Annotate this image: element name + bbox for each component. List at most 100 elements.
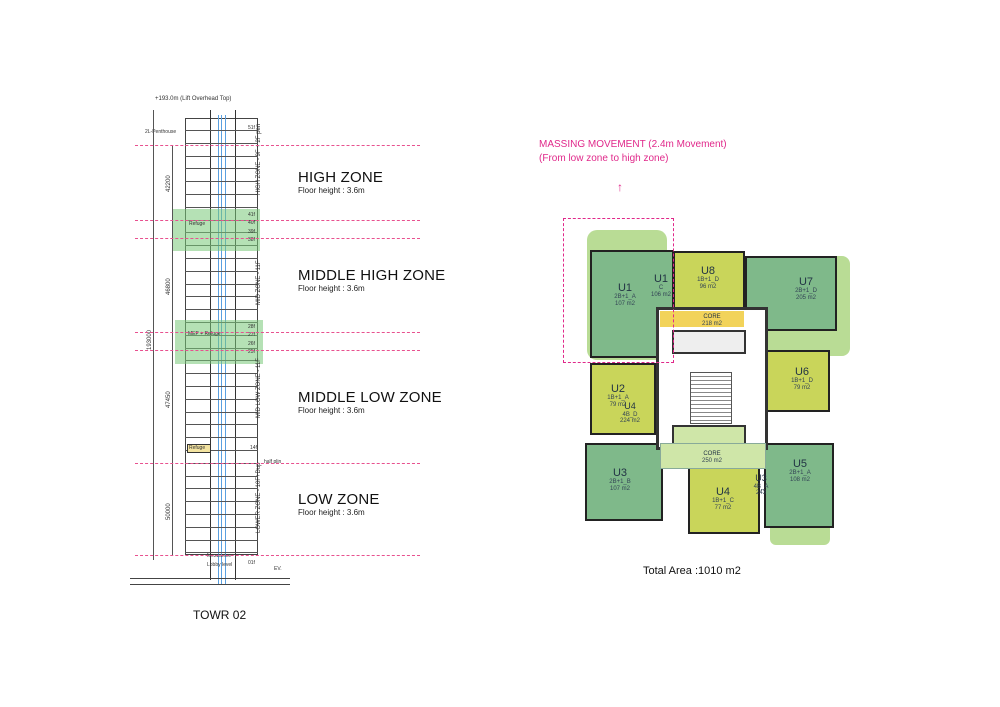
massing-title: MASSING MOVEMENT (2.4m Movement) — [539, 139, 727, 150]
tower-name: TOWR 02 — [193, 608, 247, 622]
unit-u2[interactable] — [590, 363, 656, 435]
floor-line — [185, 488, 258, 490]
floor-line — [185, 181, 258, 183]
zone-divider — [135, 220, 420, 221]
refuge-band-mid — [175, 320, 263, 364]
level-mark: 28f — [248, 324, 255, 330]
floor-line — [185, 168, 258, 170]
floor-line — [185, 424, 258, 426]
level-mark: 40f — [248, 220, 255, 226]
floor-line — [185, 258, 258, 259]
zone-title-low: LOW ZONE — [298, 491, 380, 508]
zone-divider — [135, 350, 420, 351]
zone-floor-height: Floor height : 3.6m — [298, 186, 365, 195]
floor-line — [185, 501, 258, 503]
zone-floor-height: Floor height : 3.6m — [298, 508, 365, 517]
floor-line — [185, 296, 258, 298]
floor-line — [185, 309, 258, 311]
zone-divider — [135, 332, 420, 333]
arrow-up-icon: ↑ — [617, 180, 623, 194]
vertical-zone-label: MID ZONE - 11F — [256, 260, 262, 305]
refuge-label: Refuge — [189, 221, 206, 227]
floor-line — [185, 450, 258, 451]
floor-line — [185, 373, 258, 375]
level-mark: 39f — [248, 229, 255, 235]
lift-lobby — [672, 330, 746, 354]
ev-label: EV. — [274, 566, 282, 572]
dimension-line — [153, 110, 154, 560]
level-mark: 25f — [248, 349, 255, 355]
refuge-box-low — [187, 444, 211, 453]
stair-icon — [690, 372, 732, 424]
top-level-label: +193.0m (Lift Overhead Top) — [155, 96, 232, 102]
floor-line — [185, 398, 258, 400]
massing-subtitle: (From low zone to high zone) — [539, 153, 669, 164]
floor-line — [185, 142, 258, 144]
core-top — [660, 311, 744, 327]
massing-outline — [563, 218, 674, 363]
zone-divider — [135, 238, 420, 239]
level-mark: 27f — [248, 332, 255, 338]
floor-line — [185, 475, 258, 477]
dimension-label: 50000 — [166, 503, 172, 520]
zone-divider — [135, 463, 420, 464]
refuge-label: MEP + Refuge — [188, 331, 221, 337]
floor-line — [185, 206, 258, 208]
unit-u3[interactable] — [585, 443, 663, 521]
zone-divider — [135, 145, 420, 146]
core-bottom — [660, 443, 766, 469]
vertical-zone-label: LOWER ZONE - 10F+Dup — [256, 462, 262, 533]
level-mark: 41f — [248, 212, 255, 218]
dimension-label: 42200 — [166, 175, 172, 192]
floor-line — [185, 386, 258, 387]
floor-line — [185, 270, 258, 272]
ground-line — [130, 584, 290, 585]
floor-line — [185, 194, 258, 195]
penthouse-label: 2L-Penthouse — [145, 129, 177, 135]
level-mark: 38f — [248, 237, 255, 243]
floor-line — [185, 526, 258, 528]
zone-title-high: HIGH ZONE — [298, 169, 384, 186]
floor-line — [185, 283, 258, 285]
unit-u8[interactable] — [673, 251, 745, 311]
level-mark: 14f — [250, 445, 257, 451]
refuge-label: Refuge — [189, 445, 206, 451]
level-mark: 01f — [248, 560, 255, 566]
level-mark: 26f — [248, 341, 255, 347]
mezzanine-label: Mezzanine — [207, 553, 232, 559]
floor-line — [185, 411, 258, 413]
floor-line — [185, 514, 258, 515]
half-plinth-label: half plin — [264, 459, 282, 465]
floor-line — [185, 539, 258, 541]
zone-divider — [135, 555, 420, 556]
floor-line — [185, 552, 258, 554]
floor-line — [185, 130, 258, 131]
dimension-label: 46800 — [166, 278, 172, 295]
floor-line — [185, 155, 258, 157]
zone-title-middle-low: MIDDLE LOW ZONE — [298, 389, 442, 406]
lobby-label: Lobby level — [207, 562, 233, 568]
zone-floor-height: Floor height : 3.6m — [298, 284, 365, 293]
floor-line — [185, 437, 258, 439]
level-mark: 51f — [248, 125, 255, 131]
unit-u6[interactable] — [766, 350, 830, 412]
vertical-zone-label: MID LOW ZONE - 11F — [256, 358, 262, 418]
unit-u5[interactable] — [764, 443, 834, 528]
refuge-band-high — [172, 209, 260, 251]
dimension-label: 47450 — [166, 391, 172, 408]
unit-u4[interactable] — [688, 466, 760, 534]
